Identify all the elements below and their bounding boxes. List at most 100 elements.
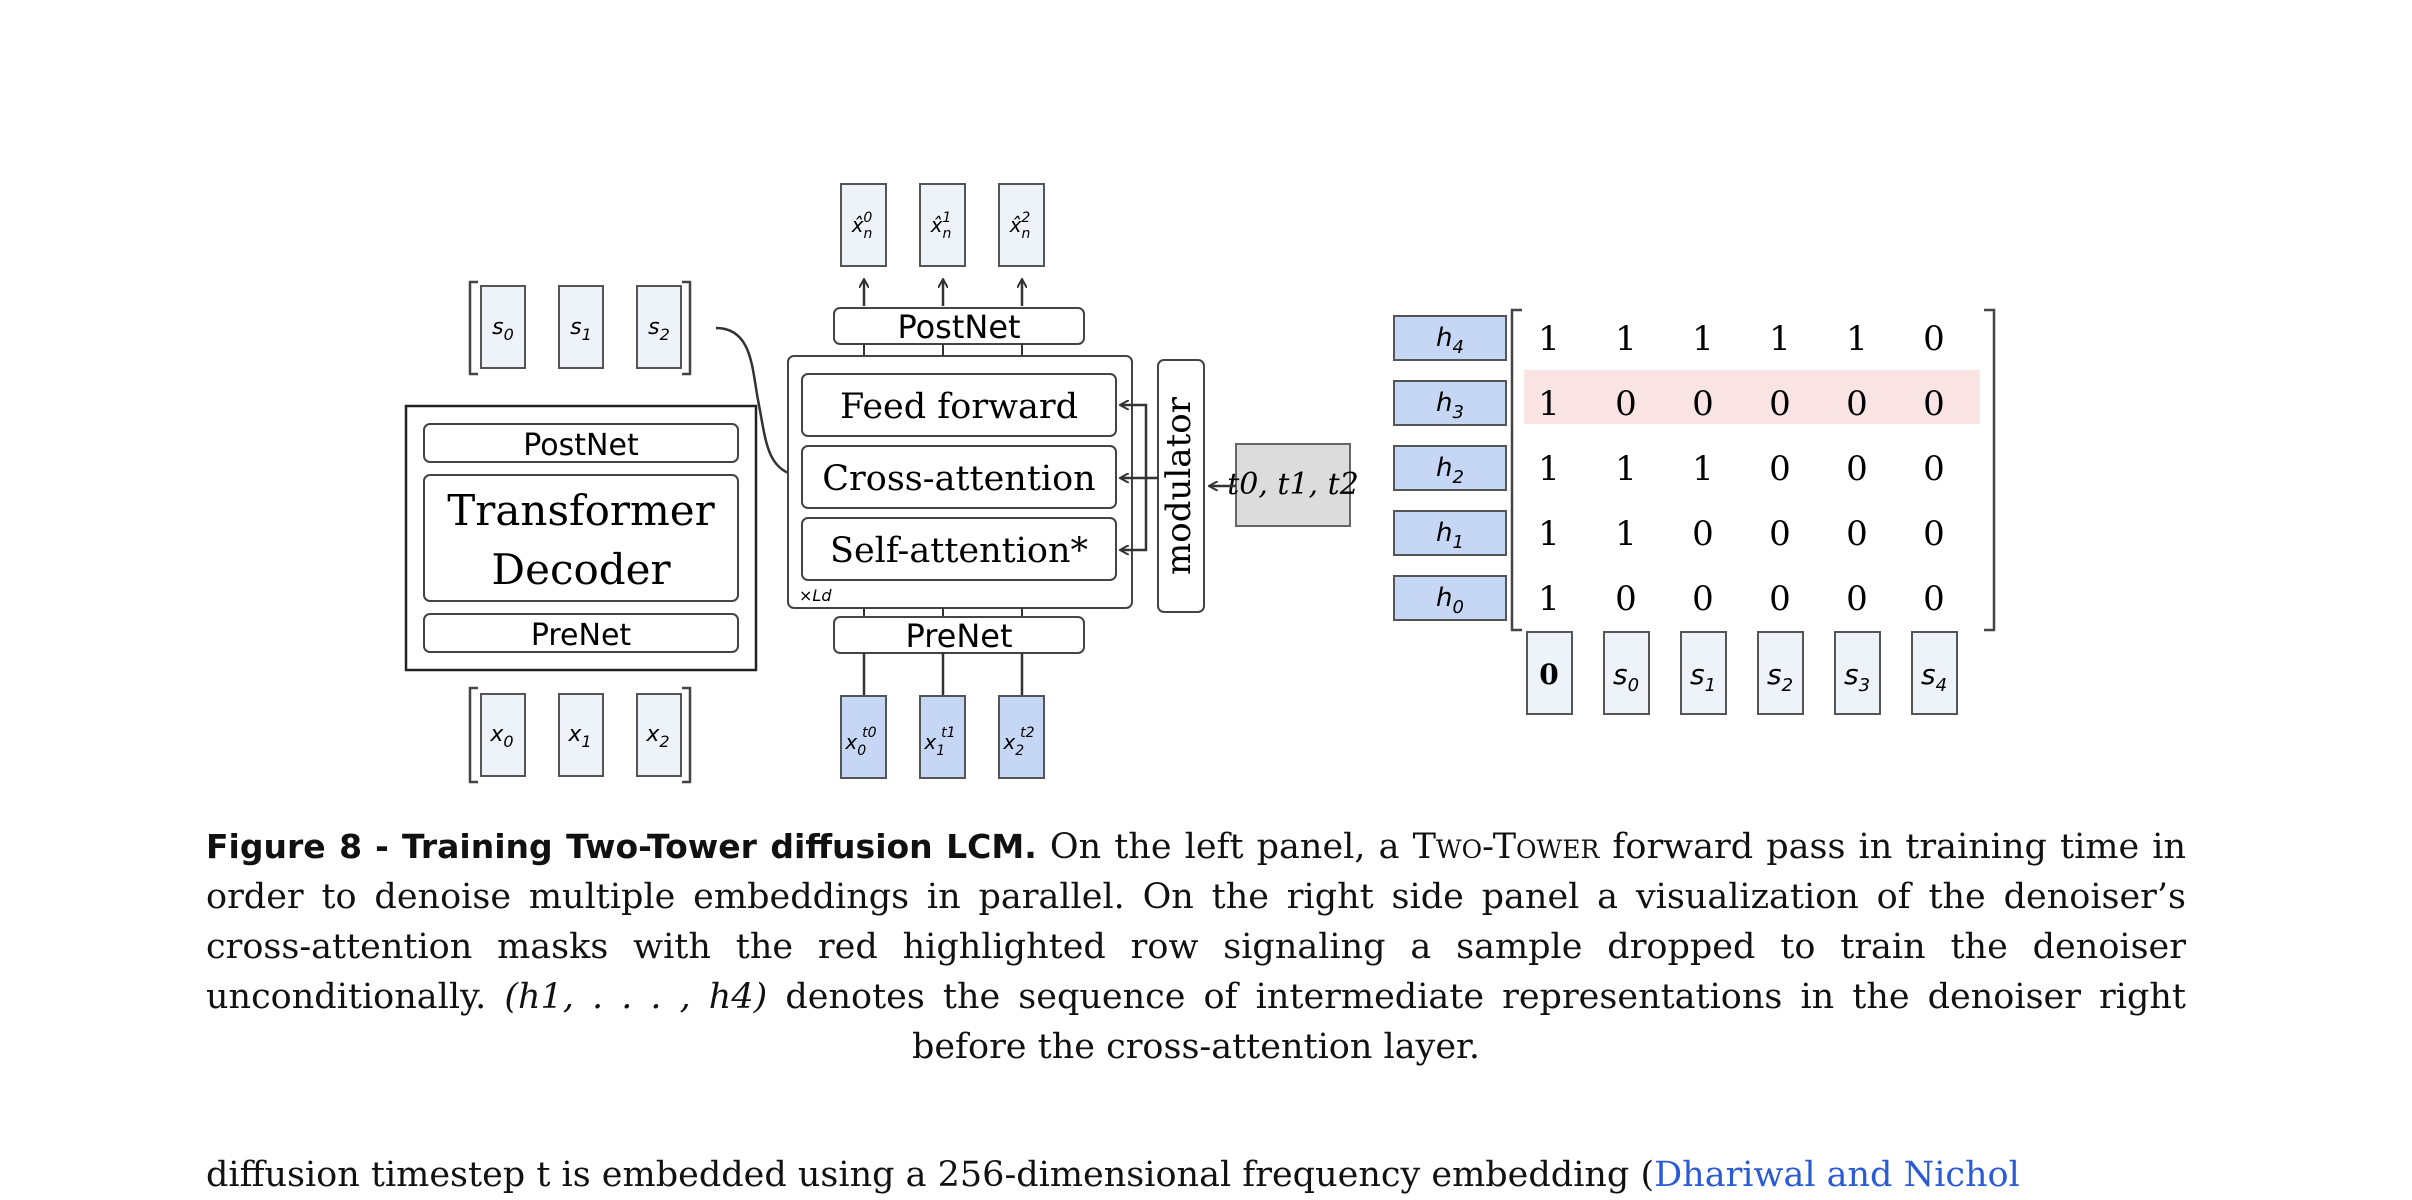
mask-cell: 1 [1615, 449, 1637, 489]
embedding-token-x0: x0 [480, 693, 526, 777]
denoiser-postnet-label: PostNet [897, 308, 1020, 346]
body-text-cutoff: diffusion timestep t is embedded using a… [206, 1150, 2206, 1200]
column-token-box-s0 [1603, 631, 1650, 715]
transformer-label-line1: Transformer [447, 486, 715, 535]
denoiser-postnet-box [833, 307, 1085, 345]
caption-figure-label: Figure 8 [206, 827, 363, 866]
row-label-box-h0 [1393, 575, 1507, 621]
mask-cell: 0 [1846, 384, 1868, 424]
row-label-h2: h2 [1436, 453, 1464, 488]
left-postnet-box [423, 423, 739, 463]
mask-cell: 1 [1615, 319, 1637, 359]
embedding-token-x1: x1 [558, 693, 604, 777]
mask-cell: 0 [1769, 514, 1791, 554]
column-token-s1: s1 [1690, 658, 1716, 696]
feed-forward-label: Feed forward [840, 387, 1078, 427]
noisy-input-token-1: x1t1 [919, 695, 966, 779]
column-token-box-0 [1526, 631, 1573, 715]
cross-attention-box [801, 445, 1117, 509]
denoiser-prenet-label: PreNet [905, 617, 1012, 655]
mask-cell: 1 [1538, 384, 1560, 424]
modulator-label: modulator [1159, 396, 1199, 575]
denoiser-prenet-box [833, 616, 1085, 654]
figure-caption: Figure 8 - Training Two-Tower diffusion … [206, 822, 2186, 1072]
mask-cell: 0 [1615, 579, 1637, 619]
self-attention-label: Self-attention* [830, 531, 1088, 571]
row-label-h0: h0 [1436, 583, 1464, 618]
self-attention-box [801, 517, 1117, 581]
embedding-token-x2: x2 [636, 693, 682, 777]
output-token-0: x̂n0 [840, 183, 887, 267]
mask-cell: 0 [1769, 449, 1791, 489]
caption-text-2: forward pass in training time in order t… [206, 827, 2186, 1017]
left-postnet-label: PostNet [523, 428, 639, 463]
dropped-row-highlight [1524, 370, 1980, 424]
noisy-input-token-0: x0t0 [840, 695, 887, 779]
output-token-2: x̂n2 [998, 183, 1045, 267]
mask-cell: 1 [1538, 449, 1560, 489]
mask-cell: 0 [1692, 384, 1714, 424]
caption-title: Training Two-Tower diffusion LCM. [401, 827, 1037, 866]
middle-panel: x̂n0 x̂n1 x̂n2 PostNet Feed forward Cros… [787, 183, 1359, 779]
sentence-token-s0: s0 [480, 285, 526, 369]
mask-cell: 0 [1846, 449, 1868, 489]
noisy-input-token-2: x2t2 [998, 695, 1045, 779]
sentence-token-s1: s1 [558, 285, 604, 369]
row-label-h3: h3 [1436, 388, 1464, 423]
column-token-box-s3 [1834, 631, 1881, 715]
output-token-1: x̂n1 [919, 183, 966, 267]
svg-text:x̂n0: x̂n0 [851, 210, 873, 242]
caption-math: (h1, . . . , h4) [504, 977, 768, 1017]
mask-cell: 0 [1769, 579, 1791, 619]
svg-text:x̂n2: x̂n2 [1009, 210, 1031, 242]
column-token-s0: s0 [1613, 658, 1639, 696]
left-prenet-box [423, 613, 739, 653]
mask-cell: 0 [1846, 514, 1868, 554]
left-panel: s0 s1 s2 PostNet Transformer Decoder Pre… [404, 280, 798, 784]
svg-text:x̂n1: x̂n1 [930, 210, 952, 242]
caption-two-tower: Two-Tower [1412, 827, 1600, 867]
citation-link[interactable]: Dhariwal and Nichol [1654, 1155, 2020, 1195]
figure-diagram: s0 s1 s2 PostNet Transformer Decoder Pre… [404, 183, 1996, 784]
layer-repeat-label: ×Ld [799, 586, 832, 605]
mask-cell: 0 [1692, 514, 1714, 554]
body-text-line: diffusion timestep t is embedded using a… [206, 1155, 1655, 1195]
column-token-s3: s3 [1844, 658, 1870, 696]
row-label-h1: h1 [1436, 518, 1464, 553]
left-prenet-label: PreNet [531, 618, 632, 653]
mask-cell: 1 [1538, 579, 1560, 619]
mask-cell: 0 [1923, 579, 1945, 619]
timestep-box [1235, 443, 1351, 527]
mask-cell: 1 [1769, 319, 1791, 359]
mask-cell: 1 [1538, 514, 1560, 554]
mask-cell: 1 [1538, 319, 1560, 359]
caption-text-1: On the left panel, a [1049, 827, 1400, 867]
row-label-box-h1 [1393, 510, 1507, 556]
caption-text-3: denotes the sequence of intermediate rep… [785, 977, 2186, 1067]
mask-cell: 1 [1615, 514, 1637, 554]
mask-cell: 0 [1923, 384, 1945, 424]
mask-cell: 0 [1769, 384, 1791, 424]
mask-cell: 1 [1692, 319, 1714, 359]
mask-cell: 0 [1846, 579, 1868, 619]
mask-cell: 0 [1923, 319, 1945, 359]
timestep-label: t0, t1, t2 [1227, 467, 1359, 502]
mask-cell: 1 [1692, 449, 1714, 489]
column-token-box-s1 [1680, 631, 1727, 715]
row-label-h4: h4 [1436, 323, 1464, 358]
modulator-box [1157, 359, 1205, 613]
sentence-token-s2: s2 [636, 285, 682, 369]
context-arrow [715, 326, 798, 476]
row-label-box-h2 [1393, 445, 1507, 491]
caption-separator: - [375, 827, 389, 866]
column-token-box-s4 [1911, 631, 1958, 715]
column-token-s4: s4 [1921, 658, 1947, 696]
cross-attention-label: Cross-attention [822, 459, 1095, 499]
mask-cell: 0 [1615, 384, 1637, 424]
row-label-box-h4 [1393, 315, 1507, 361]
transformer-decoder-box [423, 474, 739, 602]
column-token-0: 0 [1539, 658, 1558, 691]
column-token-box-s2 [1757, 631, 1804, 715]
mask-cell: 0 [1923, 449, 1945, 489]
